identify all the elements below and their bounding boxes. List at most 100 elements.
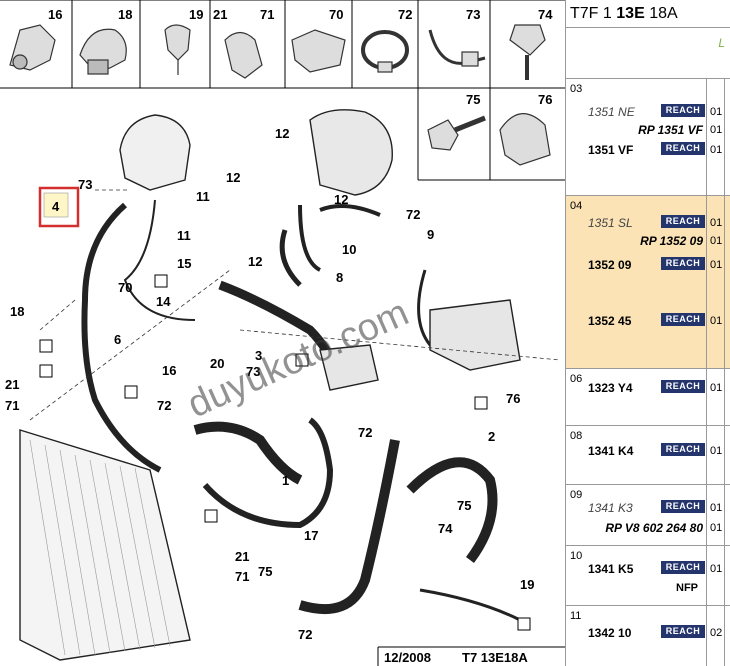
reach-badge: REACH: [661, 443, 705, 456]
thumb-label-21: 21: [213, 7, 227, 22]
thumb-label-72: 72: [398, 7, 412, 22]
callout-71: 71: [5, 398, 19, 413]
callout-73: 73: [78, 177, 92, 192]
callout-11: 11: [177, 228, 191, 243]
thumb-label-76: 76: [538, 92, 552, 107]
parts-row[interactable]: 08 1341 K4 REACH 01: [566, 425, 730, 484]
screw-74-drawing: [509, 24, 546, 56]
row-index: 08: [570, 430, 583, 442]
row-index: 10: [570, 550, 583, 562]
callout-75: 75: [258, 564, 272, 579]
part-reference[interactable]: 1352 45: [588, 314, 632, 328]
callout-9: 9: [427, 227, 434, 242]
parts-diagram: 16 18 19 21 71 70 72 73 74 75 76: [0, 0, 565, 666]
footer-code: T7 13E18A: [462, 650, 528, 665]
callout-12: 12: [248, 254, 262, 269]
quantity: 01: [710, 124, 723, 136]
part-reference[interactable]: 1341 K4: [588, 444, 634, 458]
callout-73: 73: [246, 364, 260, 379]
thumb-label-18: 18: [118, 7, 132, 22]
replacement-reference[interactable]: RP 1352 09: [640, 234, 703, 248]
hose-2: [298, 439, 498, 615]
thumb-label-74: 74: [538, 7, 553, 22]
quantity: 01: [710, 563, 723, 575]
reach-badge: REACH: [661, 380, 705, 393]
quantity: 01: [710, 217, 723, 229]
callout-6: 6: [114, 332, 121, 347]
thumb-label-16: 16: [48, 7, 62, 22]
callout-72: 72: [358, 425, 372, 440]
part-reference[interactable]: 1323 Y4: [588, 381, 633, 395]
parts-list-panel: T7F 1 13E 18A L 03 1351 NE REACH 01 RP 1351 …: [565, 0, 730, 666]
thumbnail-grid: [0, 0, 565, 181]
replacement-reference[interactable]: RP V8 602 264 80: [605, 521, 703, 535]
quantity: 01: [710, 315, 723, 327]
panel-title-section: 13E: [616, 5, 645, 22]
panel-title-subsection: 18A: [649, 5, 678, 22]
callout-76: 76: [506, 391, 520, 406]
callout-72: 72: [157, 398, 171, 413]
part-reference[interactable]: 1352 09: [588, 258, 632, 272]
thumb-label-19: 19: [189, 7, 203, 22]
part-reference[interactable]: 1342 10: [588, 626, 632, 640]
part-reference[interactable]: 1351 SL: [588, 216, 633, 230]
panel-title: T7F 1 13E 18A: [566, 0, 730, 28]
footer-date: 12/2008: [384, 650, 431, 665]
callout-4-inner: [43, 192, 69, 218]
callout-71: 71: [235, 569, 249, 584]
hose-19: [419, 588, 521, 622]
thumb-label-70: 70: [329, 7, 343, 22]
hose-10: [298, 204, 381, 272]
callout-4: 4: [52, 199, 60, 214]
callout-11: 11: [196, 189, 210, 204]
clip-70-drawing: [291, 29, 346, 73]
callout-74: 74: [438, 521, 453, 536]
thermostat-housing: [319, 344, 379, 391]
callout-8: 8: [336, 270, 343, 285]
reference-boxes: [39, 274, 531, 631]
replacement-reference[interactable]: RP 1351 VF: [638, 123, 703, 137]
reach-badge: REACH: [661, 257, 705, 270]
callout-10: 10: [342, 242, 356, 257]
callout-19: 19: [520, 577, 534, 592]
quantity: 01: [710, 445, 723, 457]
callout-21: 21: [5, 377, 19, 392]
callout-72: 72: [406, 207, 420, 222]
part-reference[interactable]: 1351 NE: [588, 105, 635, 119]
callout-20: 20: [210, 356, 224, 371]
part-reference[interactable]: 1351 VF: [588, 143, 634, 157]
clip-19-drawing: [164, 24, 191, 61]
callout-12: 12: [275, 126, 289, 141]
engine-block: [429, 299, 521, 371]
row-index: 03: [570, 83, 583, 95]
thumb-label-73: 73: [466, 7, 480, 22]
reach-badge: REACH: [661, 500, 705, 513]
callout-14: 14: [156, 294, 171, 309]
reach-badge: REACH: [661, 215, 705, 228]
clip-76-drawing: [499, 113, 551, 166]
callout-15: 15: [177, 256, 191, 271]
callout-72: 72: [298, 627, 312, 642]
quantity: 01: [710, 144, 723, 156]
leader-lines: [29, 189, 561, 421]
quantity: 01: [710, 106, 723, 118]
hose-17: [202, 417, 334, 529]
callout-18: 18: [10, 304, 24, 319]
part-reference[interactable]: 1341 K5: [588, 562, 634, 576]
reach-badge: REACH: [661, 313, 705, 326]
hose-4: [81, 202, 162, 473]
holder-21-71-drawing: [224, 31, 263, 79]
panel-green-mark: L: [718, 36, 725, 50]
callout-1: 1: [282, 473, 289, 488]
quantity: 01: [710, 382, 723, 394]
assembly-drawing: [19, 109, 521, 661]
callout-12: 12: [226, 170, 240, 185]
reach-badge: REACH: [661, 104, 705, 117]
part-reference[interactable]: 1341 K3: [588, 501, 633, 515]
